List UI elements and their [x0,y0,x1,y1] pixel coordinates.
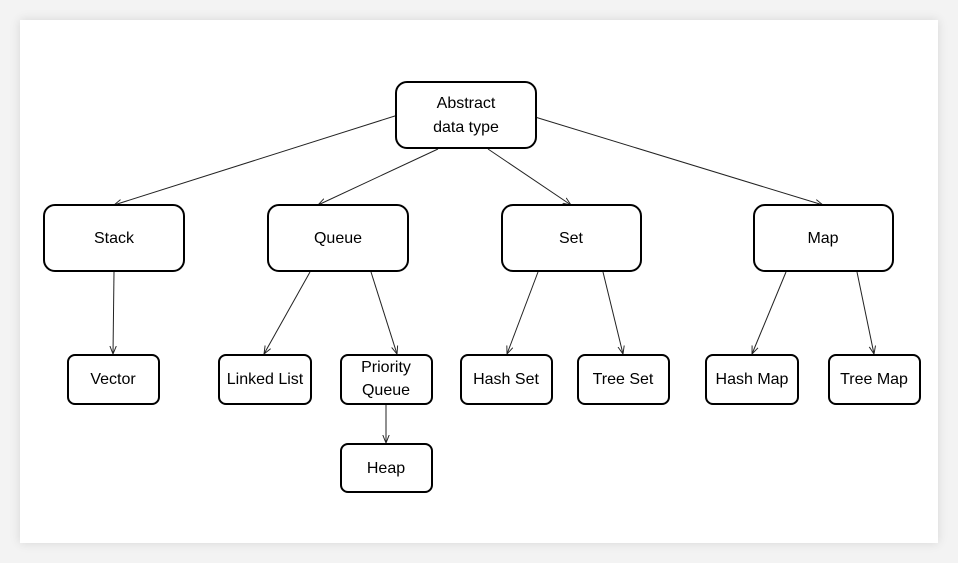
node-label: Set [559,230,584,247]
node-label: Map [807,230,838,247]
node-queue: Queue [267,204,409,272]
node-label: data type [433,119,499,136]
edge-root-stack [114,114,399,205]
edge-root-set [487,148,571,205]
node-label: Abstract [437,95,496,112]
edge-root-map [534,116,823,205]
node-label: Linked List [227,371,304,388]
node-hash-map: Hash Map [705,354,799,405]
node-label: Heap [367,460,405,477]
edge-map-hash-map [752,271,787,354]
node-hash-set: Hash Set [460,354,553,405]
node-label: Tree Set [593,371,654,388]
node-abstract-data-type: Abstract data type [395,81,537,149]
node-label: Stack [94,230,135,247]
node-vector: Vector [67,354,160,405]
node-label: Queue [362,382,410,399]
node-priority-queue: Priority Queue [340,354,433,405]
edge-queue-linked-list [264,271,311,354]
node-label: Hash Set [473,371,539,388]
node-label: Priority [361,359,411,376]
node-linked-list: Linked List [218,354,312,405]
edge-queue-priority-queue [370,271,397,354]
node-tree-map: Tree Map [828,354,921,405]
edge-map-tree-map [856,271,874,354]
node-label: Queue [314,230,362,247]
node-label: Tree Map [840,371,908,388]
node-stack: Stack [43,204,185,272]
edge-stack-vector [113,271,114,354]
node-set: Set [501,204,642,272]
node-map: Map [753,204,894,272]
node-heap: Heap [340,443,433,493]
node-label: Hash Map [716,371,789,388]
node-label: Vector [90,371,136,388]
edge-set-tree-set [602,271,623,354]
edge-root-queue [318,148,439,205]
node-tree-set: Tree Set [577,354,670,405]
edge-set-hash-set [507,271,539,354]
